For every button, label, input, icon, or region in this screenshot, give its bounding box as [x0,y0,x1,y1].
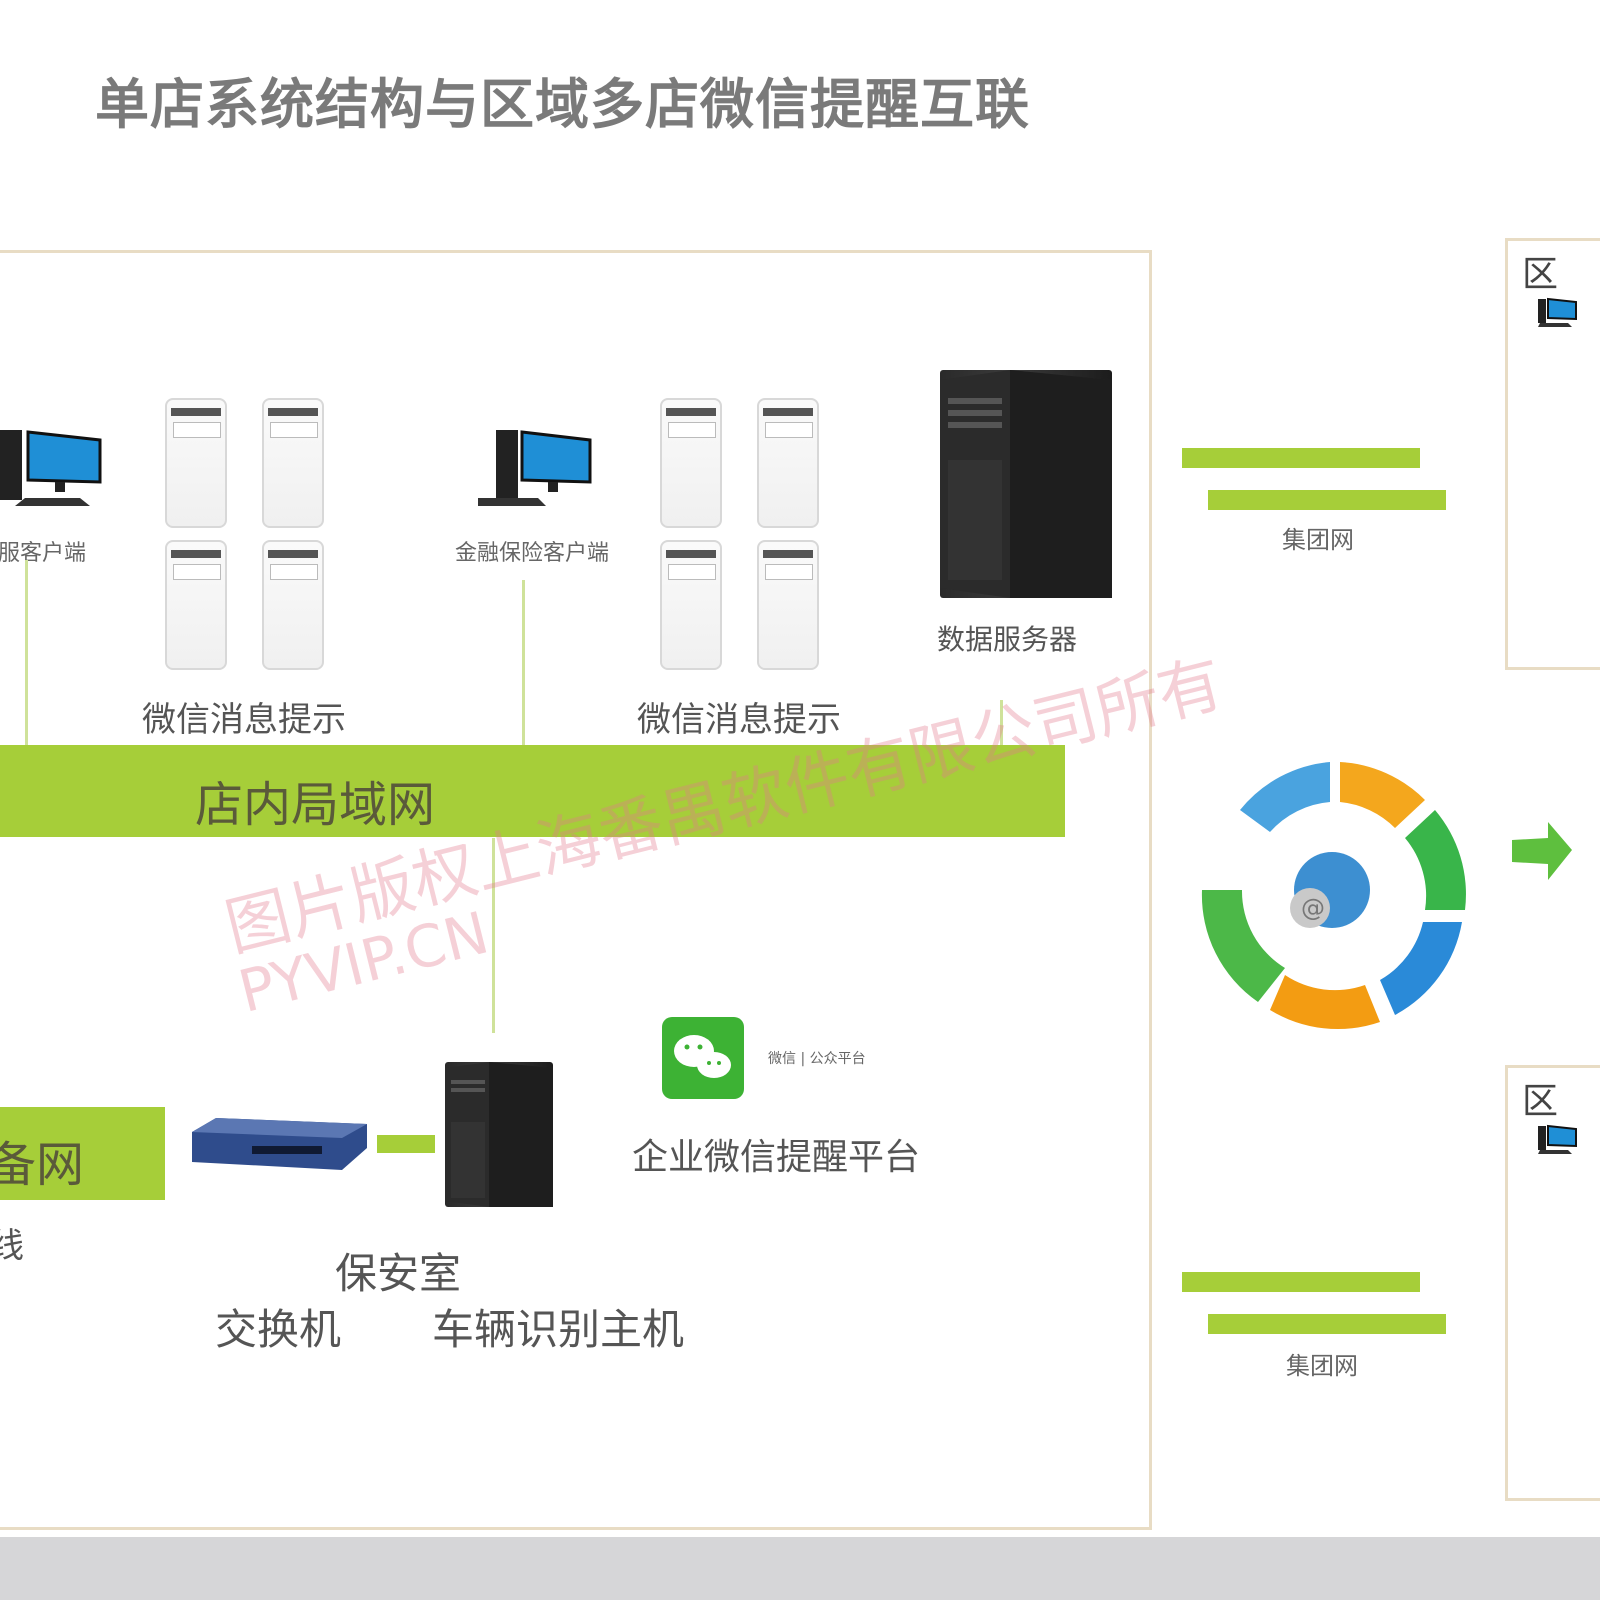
store-system-frame [0,250,1152,1530]
group-net-top-bar2 [1208,490,1446,510]
switch-connector [377,1135,435,1153]
vehicle-host-label: 车辆识别主机 [432,1305,685,1354]
region-bottom-label: 区 [1522,1081,1559,1122]
lan-label: 店内局域网 [195,777,436,833]
phone-icon [660,540,722,670]
wechat-tip-left-label: 微信消息提示 [142,700,346,740]
footer-bar [0,1537,1600,1600]
group-net-bottom-bar2 [1208,1314,1446,1334]
connector-line [492,838,495,1033]
computer-icon-left [0,410,110,510]
device-net-label: 备网 [0,1137,85,1193]
data-server-icon [940,370,1112,598]
page-title: 单店系统结构与区域多店微信提醒互联 [95,73,1030,136]
device-net-bar [0,1107,165,1200]
phone-icon [757,398,819,528]
phone-icon [165,398,227,528]
phone-icon [262,398,324,528]
internet-cycle-icon: @ [1180,740,1485,1045]
region-frame-bottom: 区 [1505,1065,1600,1501]
client-left-label: 客服客户端 [0,541,87,566]
region-frame-top: 区 [1505,238,1600,670]
phone-icon [757,540,819,670]
vehicle-host-server-icon [445,1062,553,1207]
phone-icon [165,540,227,670]
line-label: 线 [0,1226,24,1266]
security-room-label: 保安室 [335,1249,462,1298]
group-net-top-bar1 [1182,448,1420,468]
computer-icon-right [478,410,593,510]
wechat-platform-label: 企业微信提醒平台 [632,1137,921,1178]
svg-text:@: @ [1301,894,1325,922]
computer-icon-small [1538,1120,1578,1156]
wechat-logo-icon [662,1017,744,1099]
computer-icon-small [1538,293,1578,329]
group-net-bottom-bar1 [1182,1272,1420,1292]
connector-line [25,560,28,745]
right-arrow-icon [1512,822,1572,880]
wechat-platform-small-label: 微信 | 公众平台 [768,1051,866,1067]
phone-icon [262,540,324,670]
group-net-bottom-label: 集团网 [1286,1352,1358,1380]
region-top-label: 区 [1522,254,1559,295]
switch-icon [192,1118,367,1170]
connector-line [1000,700,1003,745]
wechat-tip-right-label: 微信消息提示 [637,700,841,740]
lan-bar [0,745,1065,837]
switch-label: 交换机 [215,1305,342,1354]
phone-icon [660,398,722,528]
group-net-top-label: 集团网 [1282,526,1354,554]
client-right-label: 金融保险客户端 [455,541,610,566]
data-server-label: 数据服务器 [937,623,1078,656]
connector-line [522,580,525,745]
